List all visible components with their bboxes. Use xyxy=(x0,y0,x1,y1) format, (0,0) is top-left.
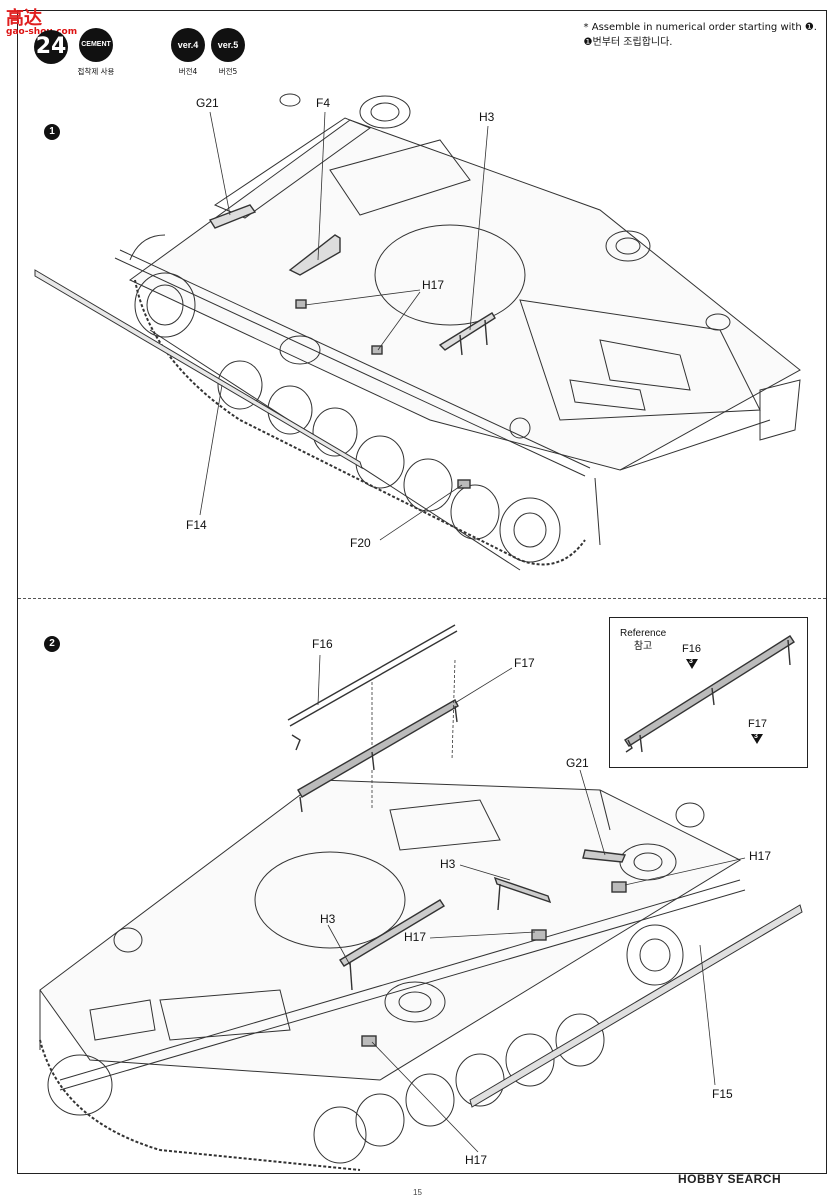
instruction-korean: ❶번부터 조립합니다. xyxy=(583,37,673,48)
site-logo: 高达 xyxy=(6,8,42,29)
part-label: H3 xyxy=(440,857,456,871)
assembly-instruction: * Assemble in numerical order starting w… xyxy=(584,20,817,50)
hobby-search-watermark: HOBBY SEARCH xyxy=(678,1172,782,1186)
version-icon: ver.5 xyxy=(211,28,245,62)
instruction-english: * Assemble in numerical order starting w… xyxy=(583,22,817,33)
reference-title: Reference 참고 xyxy=(620,627,666,653)
reference-part-label: F17 xyxy=(748,718,767,730)
version-icon: ver.4 xyxy=(171,28,205,62)
version-caption: 버전4 xyxy=(178,67,198,76)
part-label: H17 xyxy=(465,1153,488,1167)
part-label: F17 xyxy=(514,656,535,670)
part-label: G21 xyxy=(196,96,219,110)
cement-icon: CEMENT xyxy=(79,28,113,62)
step1-leaders xyxy=(199,111,489,541)
section-divider xyxy=(18,598,826,599)
reference-part-count: 3 xyxy=(754,733,758,740)
step-1-marker: 1 xyxy=(44,124,60,140)
step2-leaders xyxy=(317,654,746,1153)
part-label: F15 xyxy=(712,1087,733,1101)
reference-box: Reference 참고 xyxy=(609,617,808,768)
page-number: 15 xyxy=(413,1188,422,1197)
part-label: H3 xyxy=(479,110,495,124)
reference-title-ko: 참고 xyxy=(633,641,653,652)
step2-parts xyxy=(287,624,803,1108)
step1-parts xyxy=(34,204,496,489)
reference-part-label: F16 xyxy=(682,643,701,655)
version-5-indicator: ver.5 버전5 xyxy=(210,28,246,77)
step-number-badge: 24 xyxy=(34,30,68,64)
reference-count-markers xyxy=(686,659,763,744)
step-2-marker: 2 xyxy=(44,636,60,652)
part-label: H3 xyxy=(320,912,336,926)
part-label: F20 xyxy=(350,536,371,550)
part-label: H17 xyxy=(749,849,772,863)
version-caption: 버전5 xyxy=(218,67,238,76)
step2-hull-drawing xyxy=(39,779,746,1171)
version-4-indicator: ver.4 버전4 xyxy=(170,28,206,77)
part-label: G21 xyxy=(566,756,589,770)
cement-caption: 접착제 사용 xyxy=(77,67,115,76)
part-label: H17 xyxy=(404,930,427,944)
reference-rail-drawing xyxy=(624,635,795,753)
part-label: F16 xyxy=(312,637,333,651)
reference-title-en: Reference xyxy=(620,628,667,639)
part-label: F4 xyxy=(316,96,331,110)
part-label: H17 xyxy=(422,278,445,292)
cement-indicator: CEMENT 접착제 사용 xyxy=(74,28,118,77)
reference-part-count: 3 xyxy=(689,658,693,665)
part-label: F14 xyxy=(186,518,207,532)
step1-hull-drawing xyxy=(114,93,801,571)
page-frame xyxy=(17,10,827,1174)
